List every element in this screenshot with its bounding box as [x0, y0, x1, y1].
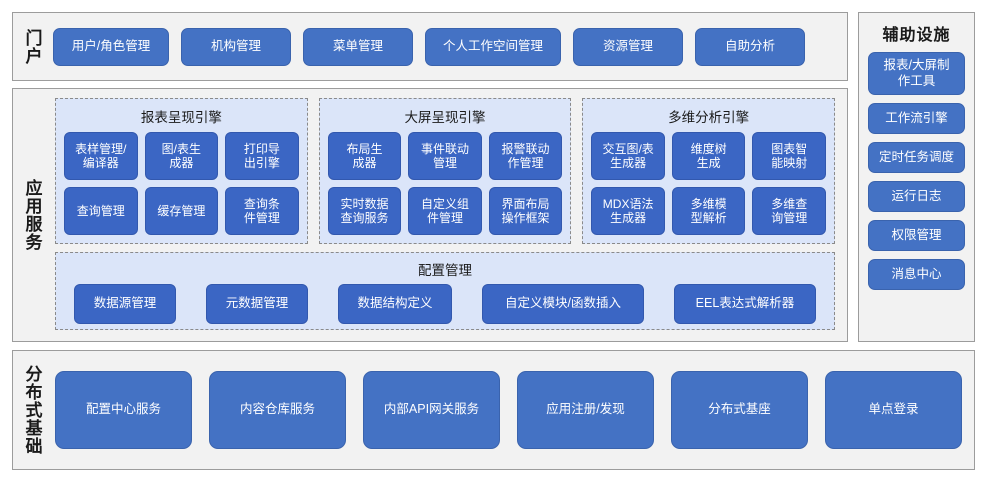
engine-panel: 大屏呈现引擎布局生 成器事件联动 管理报警联动 作管理实时数据 查询服务自定义组…: [318, 98, 572, 244]
app-services-section-label: 应用服务: [22, 179, 42, 251]
aux-facility-button[interactable]: 工作流引擎: [868, 103, 965, 134]
engine-module-button[interactable]: 缓存管理: [144, 187, 219, 235]
config-module-button[interactable]: 数据源管理: [74, 284, 176, 324]
engine-module-button[interactable]: 打印导 出引擎: [225, 132, 299, 180]
config-module-button[interactable]: EEL表达式解析器: [674, 284, 816, 324]
engine-panel-grid: 表样管理/ 编译器图/表生 成器打印导 出引擎查询管理缓存管理查询条 件管理: [64, 132, 299, 235]
engine-module-button[interactable]: 表样管理/ 编译器: [64, 132, 138, 180]
distributed-service-button[interactable]: 单点登录: [825, 371, 962, 449]
aux-facilities-list: 报表/大屏制 作工具工作流引擎定时任务调度运行日志权限管理消息中心: [868, 52, 965, 290]
engine-module-button[interactable]: 多维模 型解析: [671, 187, 746, 235]
engine-module-button[interactable]: 布局生 成器: [327, 132, 402, 180]
engine-module-button[interactable]: 实时数据 查询服务: [327, 187, 402, 235]
engine-module-button[interactable]: 自定义组 件管理: [408, 187, 482, 235]
engine-module-button[interactable]: MDX语法 生成器: [591, 187, 665, 235]
aux-facility-button[interactable]: 权限管理: [868, 220, 965, 251]
engine-module-button[interactable]: 图/表生 成器: [144, 132, 219, 180]
engine-panel-grid: 布局生 成器事件联动 管理报警联动 作管理实时数据 查询服务自定义组 件管理界面…: [327, 132, 563, 235]
portal-button[interactable]: 资源管理: [573, 27, 683, 66]
engine-panel: 报表呈现引擎表样管理/ 编译器图/表生 成器打印导 出引擎查询管理缓存管理查询条…: [55, 98, 308, 244]
aux-facility-button[interactable]: 报表/大屏制 作工具: [868, 52, 965, 95]
engine-module-button[interactable]: 多维查 询管理: [752, 187, 826, 235]
portal-button[interactable]: 菜单管理: [303, 27, 413, 66]
engine-panel-title: 多维分析引擎: [668, 110, 750, 125]
engine-module-button[interactable]: 查询管理: [64, 187, 138, 235]
config-management-row: 数据源管理元数据管理数据结构定义自定义模块/函数插入 EEL表达式解析器: [66, 284, 824, 324]
app-services-section: 应用服务 报表呈现引擎表样管理/ 编译器图/表生 成器打印导 出引擎查询管理缓存…: [12, 88, 848, 342]
engines-row: 报表呈现引擎表样管理/ 编译器图/表生 成器打印导 出引擎查询管理缓存管理查询条…: [55, 98, 836, 244]
aux-facilities-title: 辅助设施: [882, 27, 951, 44]
engine-panel-title: 大屏呈现引擎: [404, 110, 486, 125]
distributed-service-button[interactable]: 分布式基座: [671, 371, 808, 449]
engine-module-button[interactable]: 事件联动 管理: [408, 132, 482, 180]
engine-module-button[interactable]: 图表智 能映射: [752, 132, 826, 180]
config-management-title: 配置管理: [418, 263, 472, 278]
engine-module-button[interactable]: 查询条 件管理: [225, 187, 299, 235]
config-module-button[interactable]: 数据结构定义: [338, 284, 452, 324]
portal-section-label: 门户: [22, 28, 42, 65]
distributed-base-row: 配置中心服务内容仓库服务内部API网关服务应用注册/发现分布式基座单点登录: [51, 351, 974, 469]
config-module-button[interactable]: 元数据管理: [206, 284, 308, 324]
config-management-panel: 配置管理 数据源管理元数据管理数据结构定义自定义模块/函数插入 EEL表达式解析器: [55, 252, 835, 330]
portal-button[interactable]: 个人工作空间管理: [425, 27, 561, 66]
aux-facilities-section: 辅助设施 报表/大屏制 作工具工作流引擎定时任务调度运行日志权限管理消息中心: [858, 12, 975, 342]
engine-panel-title: 报表呈现引擎: [140, 110, 222, 125]
engine-module-button[interactable]: 报警联动 作管理: [488, 132, 563, 180]
aux-facility-button[interactable]: 定时任务调度: [868, 142, 965, 173]
portal-button-row: 用户/角色管理机构管理菜单管理个人工作空间管理资源管理自助分析: [51, 13, 847, 80]
distributed-service-button[interactable]: 配置中心服务: [55, 371, 192, 449]
distributed-service-button[interactable]: 应用注册/发现: [517, 371, 654, 449]
engine-panel-grid: 交互图/表 生成器维度树 生成图表智 能映射 MDX语法 生成器多维模 型解析多维…: [591, 132, 826, 235]
portal-button[interactable]: 机构管理: [181, 27, 291, 66]
app-services-body: 报表呈现引擎表样管理/ 编译器图/表生 成器打印导 出引擎查询管理缓存管理查询条…: [51, 89, 847, 341]
portal-section: 门户 用户/角色管理机构管理菜单管理个人工作空间管理资源管理自助分析: [12, 12, 848, 81]
config-module-button[interactable]: 自定义模块/函数插入: [482, 284, 644, 324]
engine-module-button[interactable]: 交互图/表 生成器: [591, 132, 665, 180]
distributed-base-section-label: 分布式基础: [22, 365, 42, 455]
engine-panel: 多维分析引擎交互图/表 生成器维度树 生成图表智 能映射 MDX语法 生成器多维模…: [582, 98, 836, 244]
aux-facility-button[interactable]: 消息中心: [868, 259, 965, 290]
engine-module-button[interactable]: 维度树 生成: [671, 132, 746, 180]
distributed-service-button[interactable]: 内容仓库服务: [209, 371, 346, 449]
aux-facility-button[interactable]: 运行日志: [868, 181, 965, 212]
portal-button[interactable]: 用户/角色管理: [53, 27, 169, 66]
engine-module-button[interactable]: 界面布局 操作框架: [488, 187, 563, 235]
distributed-base-section: 分布式基础 配置中心服务内容仓库服务内部API网关服务应用注册/发现分布式基座单…: [12, 350, 975, 470]
distributed-service-button[interactable]: 内部API网关服务: [363, 371, 500, 449]
portal-button[interactable]: 自助分析: [695, 27, 805, 66]
